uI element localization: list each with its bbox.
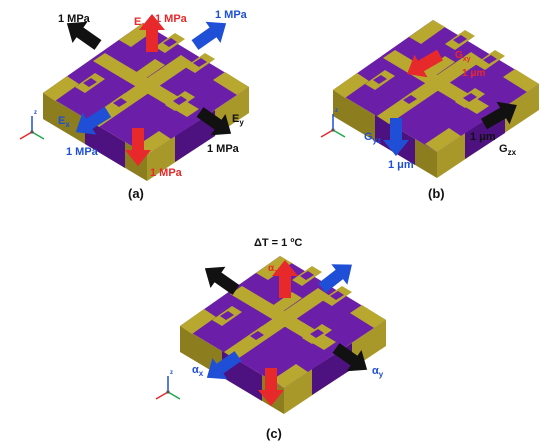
axis-z-label-c: z: [170, 370, 173, 376]
caption-c: (c): [266, 426, 282, 441]
label-b-gxy-value: 1 μm: [462, 68, 485, 79]
caption-b: (b): [428, 186, 445, 201]
panel-c: ΔT = 1 ºC αz αx αy z (c): [155, 237, 386, 441]
label-a-ez: Ez: [134, 16, 145, 30]
label-c-ax: αx: [192, 364, 204, 378]
axis-z-label-a: z: [34, 110, 37, 116]
panel-a: 1 MPa Ez 1 MPa 1 MPa Ex 1 MPa Ey 1 MPa 1…: [19, 9, 249, 201]
label-b-gxy: Gxy: [455, 50, 471, 63]
label-b-gyz-value: 1 μm: [388, 159, 414, 171]
label-c-ay: αy: [372, 365, 384, 379]
panel-b: Gxy 1 μm Gyz 1 μm Gzx 1 μm z (b): [320, 20, 539, 201]
label-c-az: αz: [268, 263, 278, 276]
caption-a: (a): [128, 186, 144, 201]
axis-z-label-b: z: [335, 108, 338, 114]
label-a-ex-value: 1 MPa: [66, 146, 99, 158]
label-b-gyz: Gyz: [364, 131, 381, 145]
label-a-top-left: 1 MPa: [58, 13, 91, 25]
label-a-bottom: 1 MPa: [150, 167, 183, 179]
label-a-top-right: 1 MPa: [215, 9, 248, 21]
label-a-ey: Ey: [232, 113, 244, 127]
axis-triad-c: [155, 375, 181, 400]
label-b-gzx: Gzx: [499, 143, 517, 157]
label-c-delta-t: ΔT = 1 ºC: [254, 237, 302, 249]
label-a-ex: Ex: [58, 115, 70, 129]
label-a-ez-value: 1 MPa: [155, 13, 188, 25]
label-a-ey-value: 1 MPa: [207, 143, 240, 155]
label-b-gzx-value: 1 μm: [470, 131, 496, 143]
axis-triad-a: [19, 115, 45, 140]
